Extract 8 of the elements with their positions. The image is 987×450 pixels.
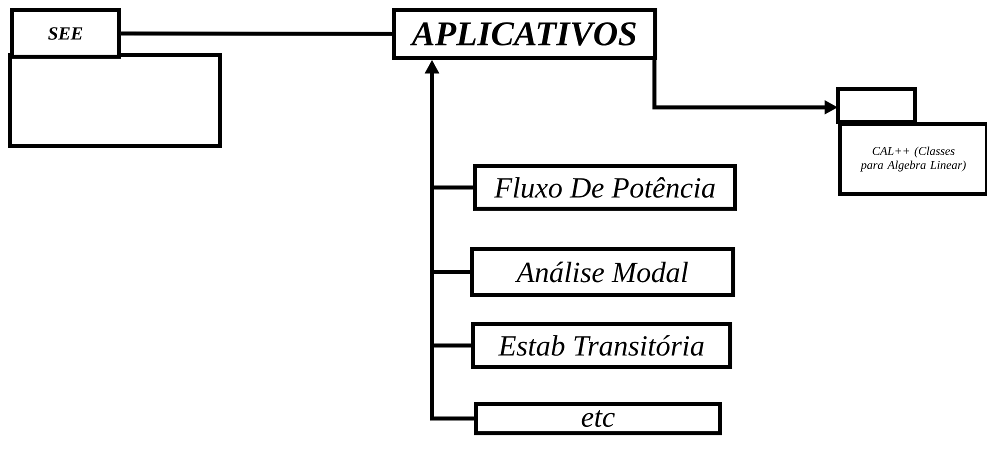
module-box: etc [474, 402, 722, 436]
package-drawing: CAL++ (Classes para Algebra Linear) [836, 87, 987, 196]
module-box: Análise Modal [470, 247, 736, 297]
module-box: APLICATIVOS [392, 8, 658, 60]
module-box: Fluxo De Potência [473, 164, 738, 211]
node-label: SEE [48, 27, 82, 40]
package-drawing: SEE [8, 8, 222, 148]
module-box: Estab Transitória [471, 322, 732, 369]
